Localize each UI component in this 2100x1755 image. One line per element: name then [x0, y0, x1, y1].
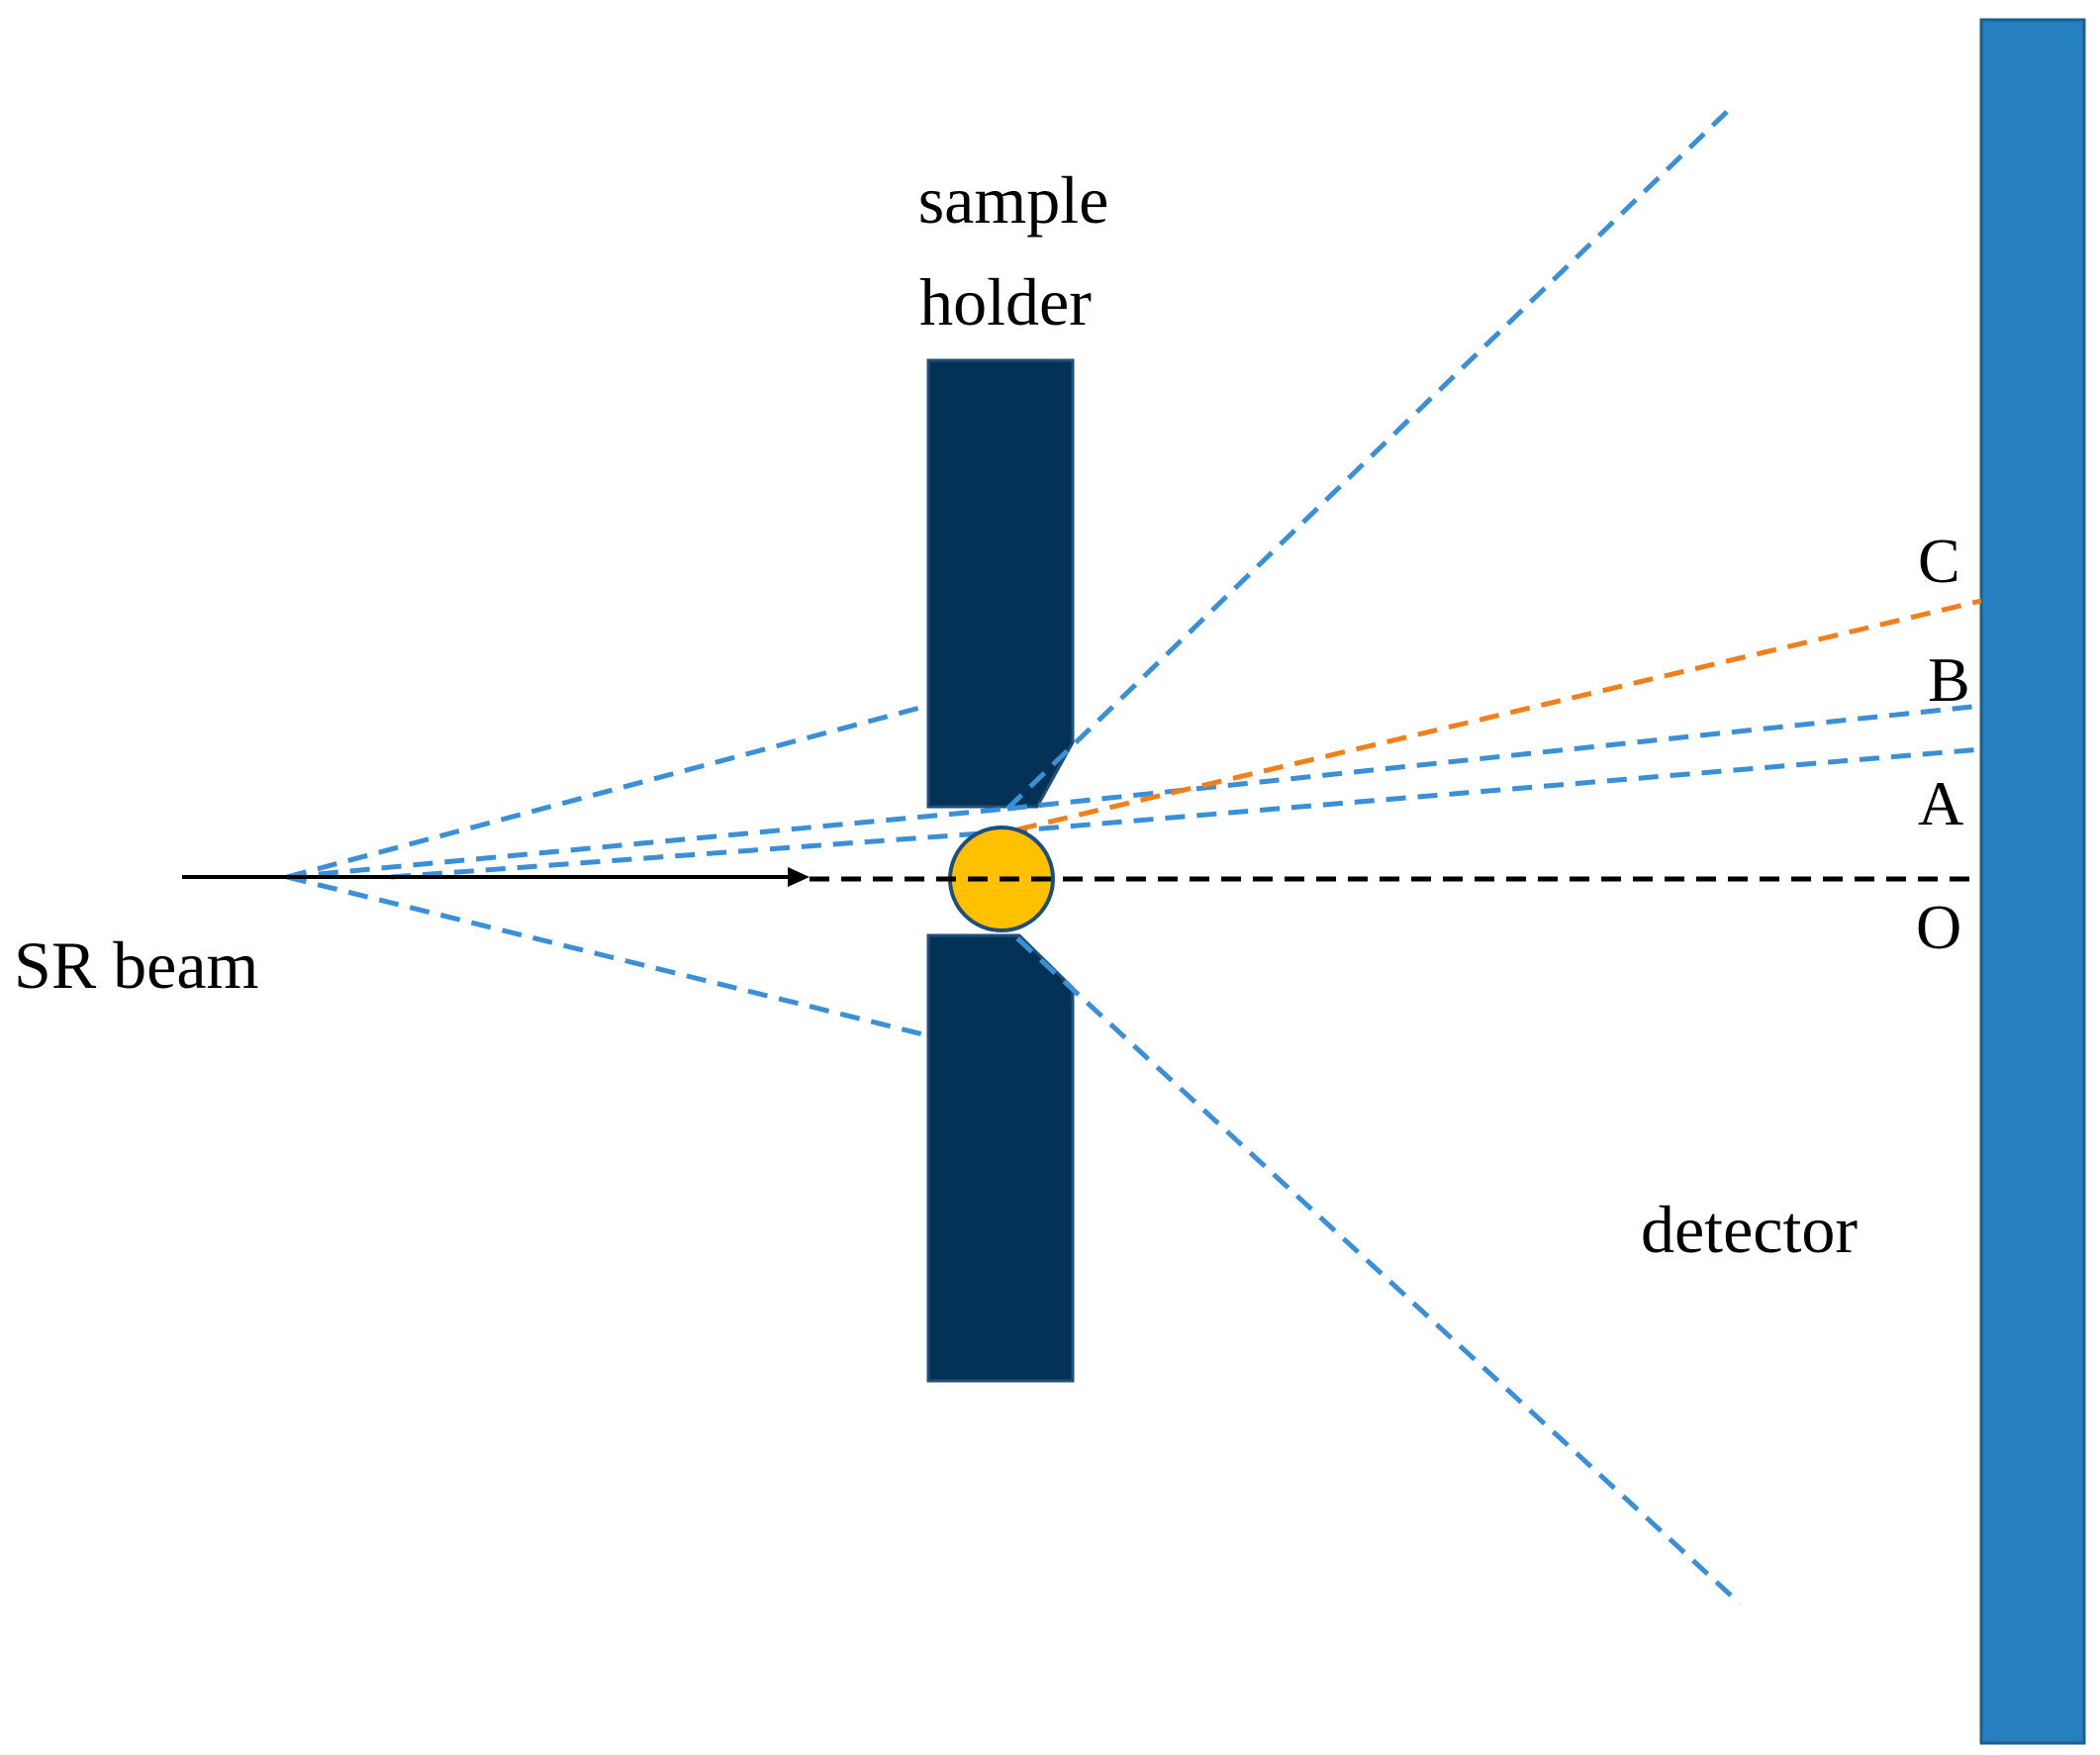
label-holder: holder [919, 264, 1092, 340]
ray-to-a [1006, 746, 1982, 834]
label-detector: detector [1641, 1192, 1858, 1267]
label-point-o: O [1916, 892, 1961, 962]
ray-to-c [1016, 598, 1982, 832]
ray-to-b [1006, 703, 1982, 812]
sr-beam-arrowhead [788, 867, 810, 887]
scatter-lines-blue [286, 105, 1982, 1606]
sample-holder-lower [926, 933, 1075, 1383]
label-point-b: B [1928, 644, 1970, 715]
label-sample: sample [918, 162, 1109, 238]
scatter-wide-upper [1005, 105, 1734, 811]
scatter-wide-lower [1015, 936, 1742, 1606]
beam-divergence-lower [286, 874, 928, 1038]
ray-upper-edge [286, 806, 1008, 880]
beam-divergence-upper [286, 703, 928, 880]
label-sr-beam: SR beam [14, 927, 258, 1003]
label-point-a: A [1918, 768, 1963, 838]
detector-plate [1979, 18, 2086, 1745]
ray-upper-edge-2 [390, 829, 1008, 880]
label-point-c: C [1918, 526, 1960, 596]
sample-holder-upper [926, 358, 1075, 809]
